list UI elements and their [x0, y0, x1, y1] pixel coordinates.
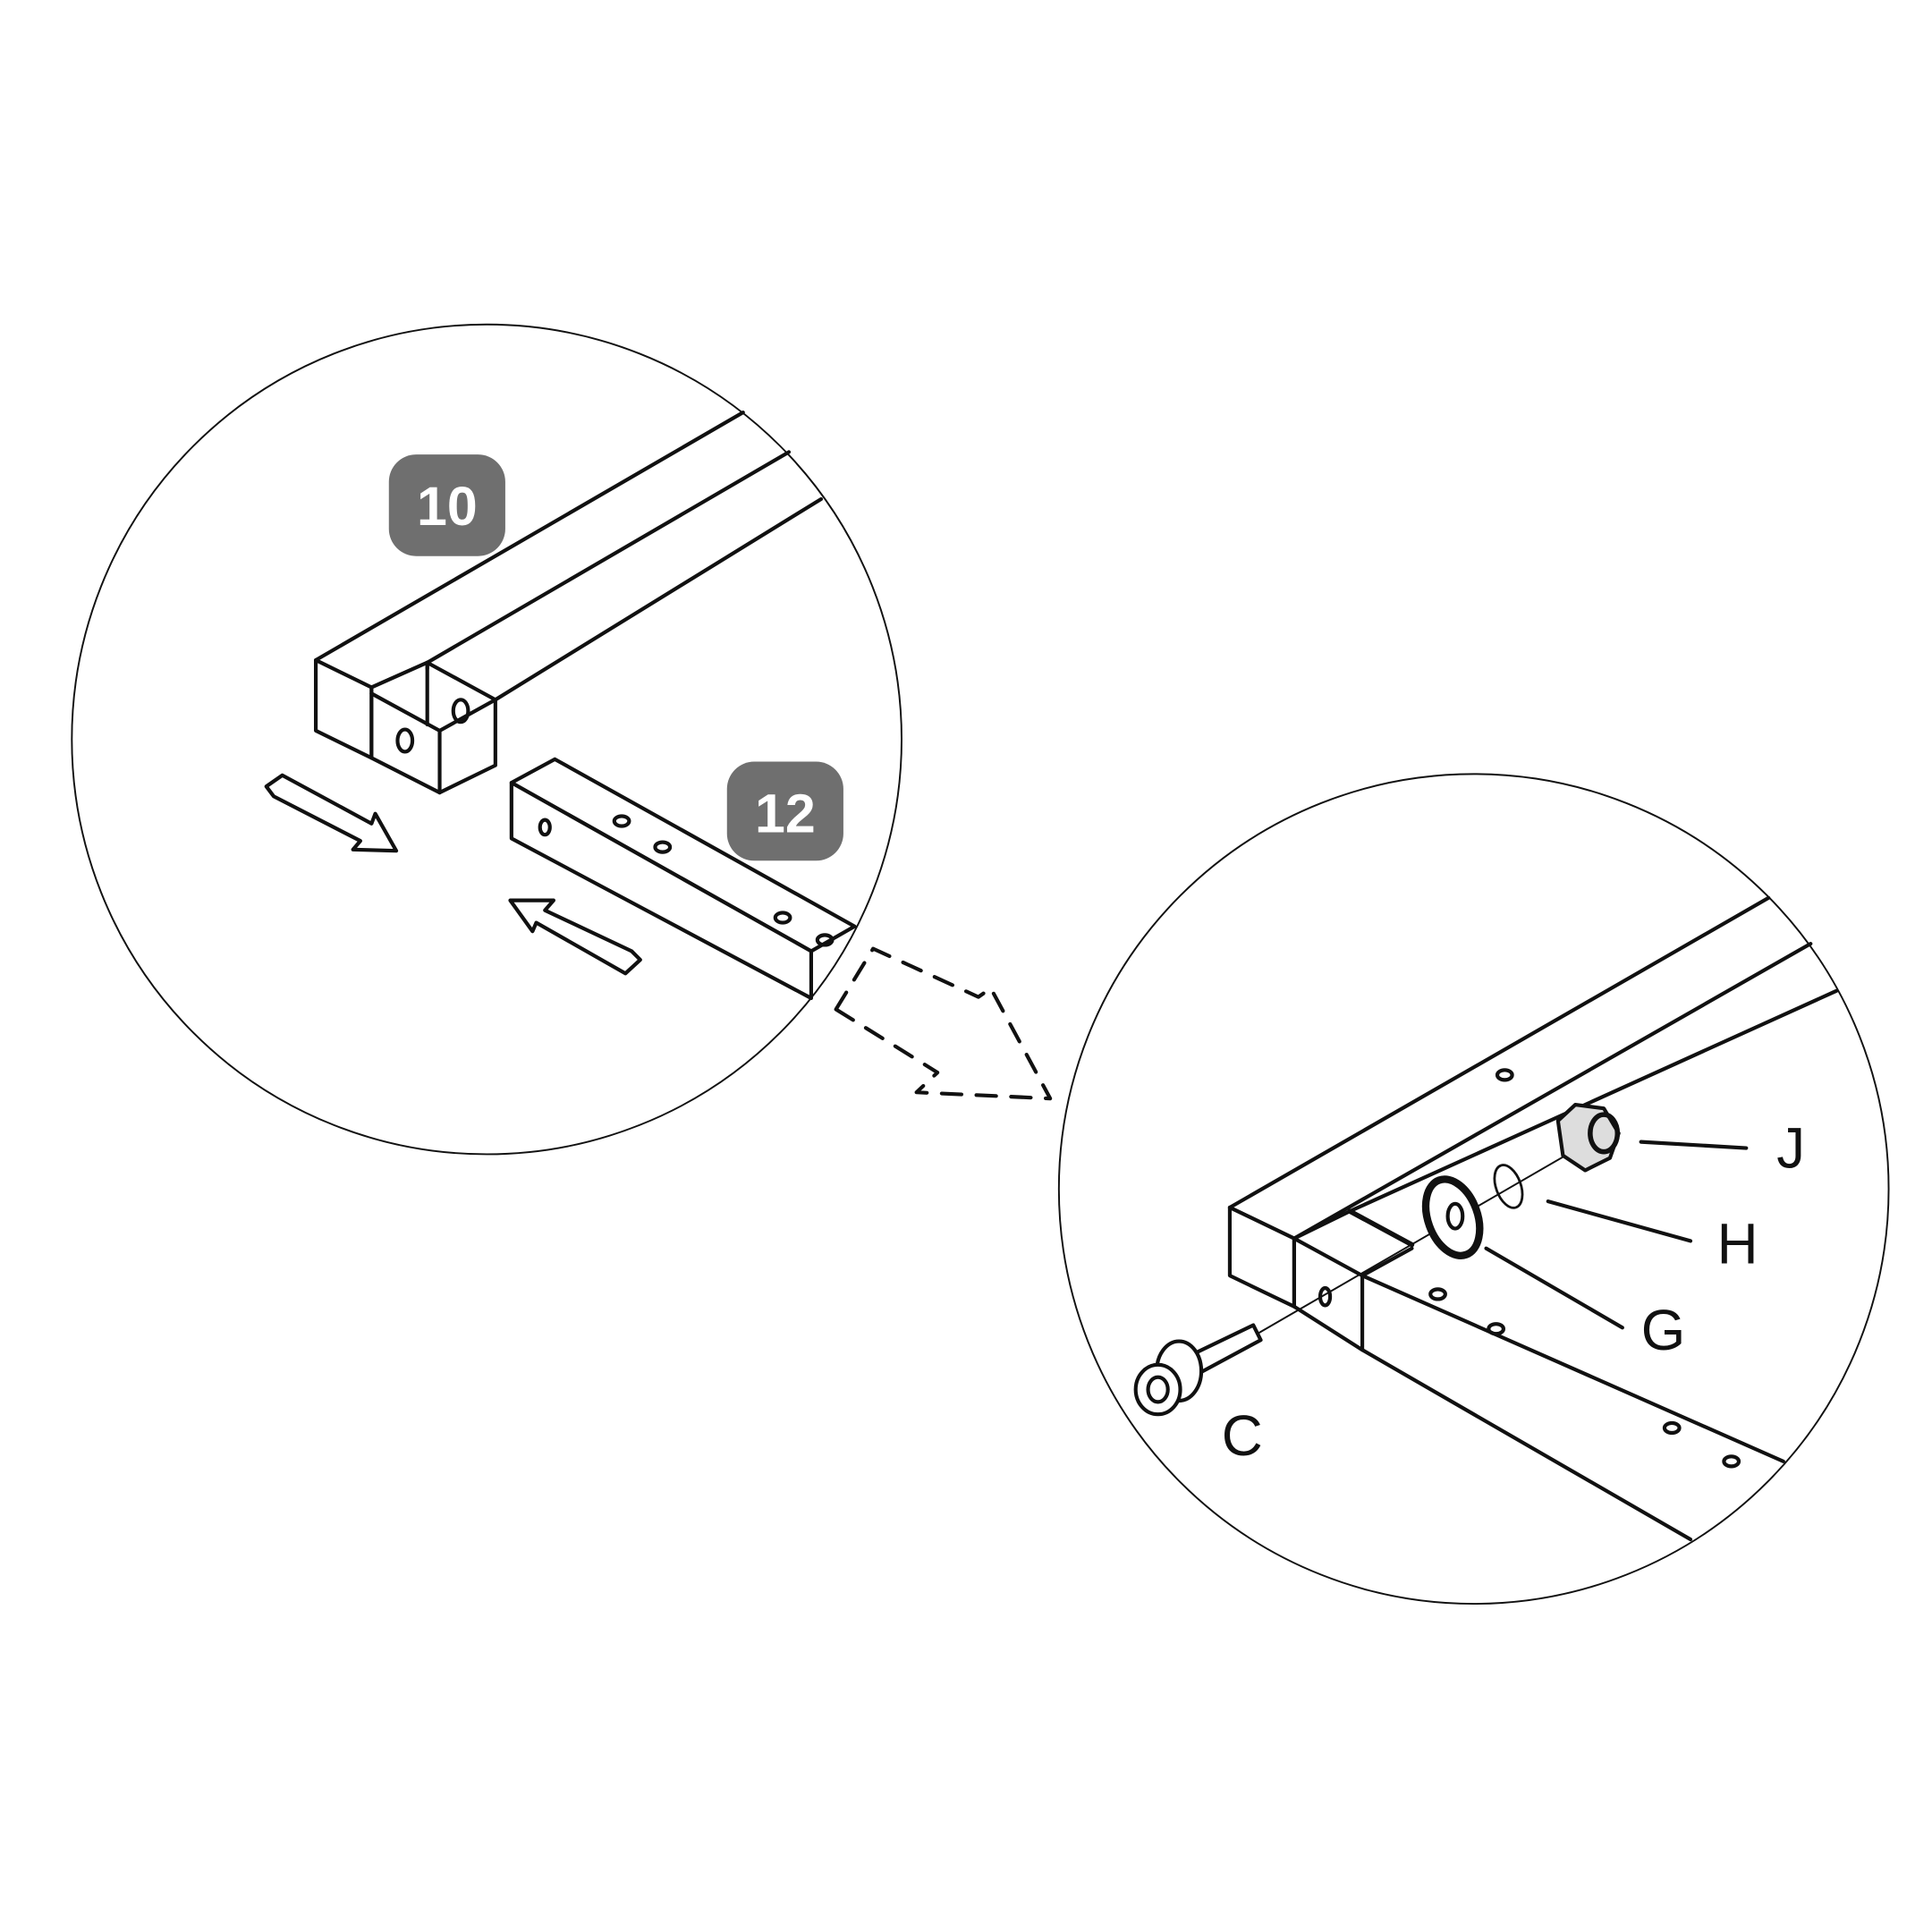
dashed-callout-arrow: [834, 946, 1053, 1101]
joined-beams: [1227, 895, 1839, 1542]
lock-washer-h-icon: [1493, 1164, 1524, 1209]
beam-part-12: [509, 757, 857, 1001]
arrow-down-right-icon: [264, 773, 399, 853]
label-g: G: [1641, 1299, 1686, 1362]
detail-circle-right: [1057, 773, 1890, 1606]
detail-circle-left: [71, 323, 902, 1156]
arrow-up-left-icon: [508, 898, 642, 976]
part-badge-12: 12: [726, 761, 843, 861]
badge-label: 12: [755, 783, 816, 843]
badge-label: 10: [417, 476, 478, 537]
part-badge-10: 10: [388, 454, 505, 556]
bolt-hole: [395, 727, 415, 754]
nut-j-icon: [1555, 1103, 1621, 1173]
assembly-axis-line: [1250, 1136, 1598, 1339]
bolt-hole: [451, 698, 470, 724]
label-h: H: [1717, 1212, 1758, 1275]
beam-part-10: [314, 410, 824, 795]
label-c: C: [1222, 1404, 1263, 1468]
label-j: J: [1776, 1117, 1805, 1181]
washer-g-icon: [1421, 1175, 1484, 1259]
bolt-c-icon: [1133, 1323, 1263, 1417]
